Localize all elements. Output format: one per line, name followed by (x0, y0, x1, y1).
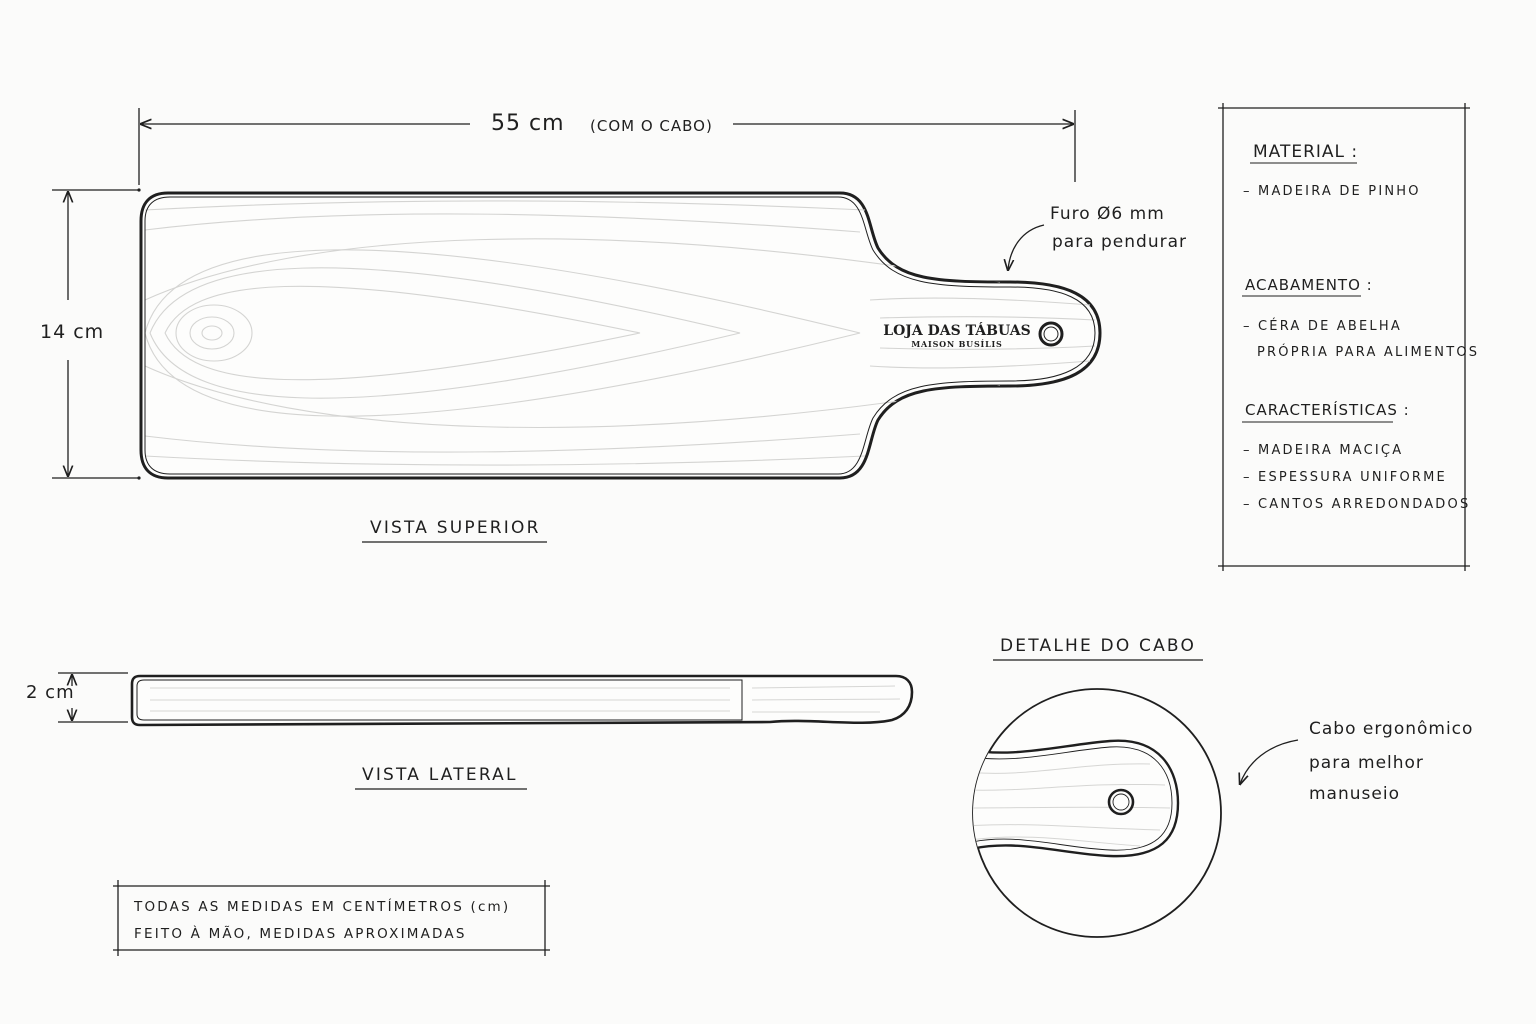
finish-item-0: – CÉRA DE ABELHA (1243, 318, 1402, 334)
detail-note-line2: para melhor (1309, 753, 1424, 773)
features-heading: CARACTERÍSTICAS : (1245, 400, 1410, 419)
hanging-hole (1038, 321, 1064, 347)
detail-note-line3: manuseio (1309, 784, 1400, 804)
hole-note-line1: Furo Ø6 mm (1050, 204, 1165, 224)
detail-hole (1107, 788, 1135, 816)
board-top: LOJA DAS TÁBUAS MAISON BUSÍLIS (139, 191, 1102, 480)
length-label: 55 cm (491, 111, 565, 136)
hole-note-arrow (1008, 224, 1045, 270)
hole-note-line2: para pendurar (1052, 232, 1187, 252)
finish-item-1: PRÓPRIA PARA ALIMENTOS (1257, 344, 1479, 360)
footer-note-line2: FEITO À MÃO, MEDIDAS APROXIMADAS (134, 925, 467, 942)
width-dimension (52, 189, 138, 479)
length-note: (COM O CABO) (590, 117, 713, 135)
specs-box: MATERIAL : – MADEIRA DE PINHO ACABAMENTO… (1218, 103, 1479, 571)
brand-name: LOJA DAS TÁBUAS (883, 321, 1031, 339)
features-item-1: – ESPESSURA UNIFORME (1243, 470, 1447, 485)
side-view: 2 cm VISTA LATERAL (26, 672, 914, 790)
wood-grain (144, 200, 1096, 466)
detail-note-arrow (1240, 739, 1299, 784)
footer-note-line1: TODAS AS MEDIDAS EM CENTÍMETROS (cm) (133, 898, 510, 915)
detail-handle-outline (973, 739, 1180, 858)
detail-caption: DETALHE DO CABO (1000, 636, 1196, 656)
width-label: 14 cm (40, 321, 104, 343)
length-dimension (138, 108, 1076, 185)
brand-subtitle: MAISON BUSÍLIS (911, 339, 1002, 349)
finish-heading: ACABAMENTO : (1245, 276, 1373, 294)
top-view-caption: VISTA SUPERIOR (370, 518, 541, 538)
material-item-0: – MADEIRA DE PINHO (1243, 184, 1421, 199)
board-outline-outer (139, 191, 1102, 480)
thickness-dimension (58, 672, 128, 723)
side-view-caption: VISTA LATERAL (362, 765, 518, 785)
footer-note-box: TODAS AS MEDIDAS EM CENTÍMETROS (cm) FEI… (113, 880, 550, 956)
top-view: 55 cm (COM O CABO) 14 cm (40, 108, 1187, 543)
board-outline-inner (144, 196, 1096, 475)
side-grain (150, 685, 901, 713)
handle-detail: DETALHE DO CABO Cabo ergonômico para mel… (972, 636, 1473, 938)
features-item-0: – MADEIRA MACIÇA (1243, 443, 1403, 458)
material-heading: MATERIAL : (1253, 142, 1358, 162)
detail-note-line1: Cabo ergonômico (1309, 719, 1473, 739)
features-item-2: – CANTOS ARREDONDADOS (1243, 497, 1470, 512)
thickness-label: 2 cm (26, 682, 75, 703)
